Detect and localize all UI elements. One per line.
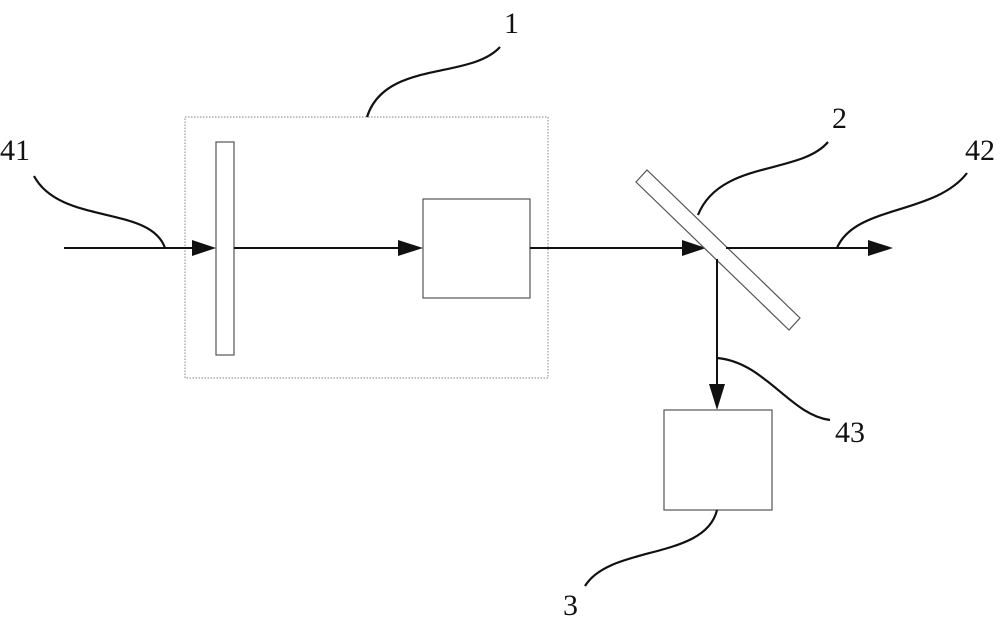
label-detector: 3 (563, 589, 578, 621)
splitter-input-arrowhead (682, 240, 706, 256)
label-module: 1 (504, 7, 519, 40)
leader-line-3 (584, 509, 719, 587)
beam-splitter-plate (635, 169, 801, 331)
label-input-beam: 41 (0, 134, 30, 167)
label-reflected-beam: 43 (835, 416, 865, 449)
internal-arrowhead (398, 240, 423, 256)
thin-plate-element (215, 141, 235, 356)
output-arrowhead (868, 240, 893, 256)
leader-line-41 (33, 175, 167, 249)
leader-line-1 (365, 46, 501, 118)
label-splitter: 2 (832, 102, 847, 135)
leader-line-2 (696, 141, 829, 216)
inner-module-box (422, 198, 531, 299)
reflected-arrowhead (709, 384, 725, 410)
detector-box (663, 409, 773, 511)
label-output-beam: 42 (965, 134, 995, 167)
leader-line-42 (835, 172, 968, 249)
leader-line-43 (716, 356, 831, 422)
input-arrowhead (192, 240, 216, 256)
